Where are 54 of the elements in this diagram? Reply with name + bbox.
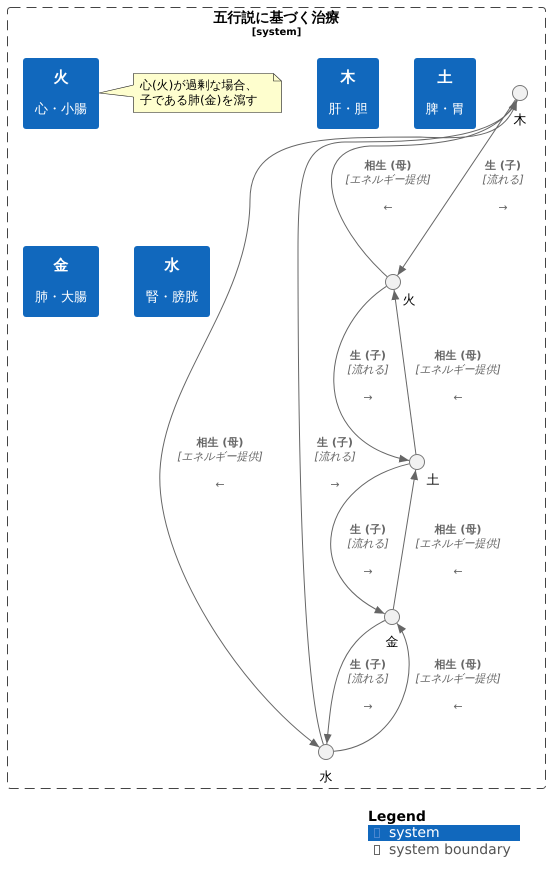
arrow	[324, 620, 386, 744]
legend-text: system	[389, 825, 440, 841]
system-name: 火	[54, 68, 68, 86]
system-description: 肺・大腸	[35, 290, 87, 306]
circle-node	[409, 454, 425, 470]
boundary-title: 五行説に基づく治療	[214, 10, 340, 26]
legend-title: Legend	[368, 809, 426, 825]
circle-label: 水	[320, 770, 332, 784]
system-description: 肝・胆	[328, 102, 368, 118]
circle-label: 金	[386, 634, 398, 650]
circle-node	[385, 274, 401, 290]
arrow	[333, 286, 410, 462]
system-box	[317, 58, 379, 129]
edge-label: 生 (子) [流れる] →	[347, 349, 389, 405]
arrow	[334, 622, 410, 752]
edge-label: 相生 (母) [エネルギー提供] ←	[415, 349, 501, 405]
arrow	[330, 463, 410, 614]
system-name: 木	[340, 68, 356, 86]
system-boundary	[7, 7, 546, 789]
system-description: 腎・膀胱	[146, 290, 198, 306]
system-name: 金	[54, 256, 68, 274]
arrow	[330, 100, 517, 278]
arrow	[391, 289, 416, 455]
edge-label: 相生 (母) [エネルギー提供] ←	[415, 523, 501, 579]
edge-label: 生 (子) [流れる] →	[482, 159, 524, 215]
circle-node	[384, 609, 400, 625]
system-description: 心・小腸	[35, 102, 87, 118]
system-description: 脾・胃	[426, 102, 464, 118]
edge-label: 相生 (母) [エネルギー提供] ←	[345, 159, 431, 215]
circle-label: 火	[402, 292, 416, 308]
circle-label: 木	[514, 112, 526, 128]
edge-label: 生 (子) [流れる] →	[347, 523, 389, 579]
system-name: 土	[438, 68, 452, 86]
arrow	[298, 100, 518, 745]
arrow	[160, 100, 518, 748]
system-box	[134, 246, 210, 317]
edge-label: 相生 (母) [エネルギー提供] ←	[177, 436, 263, 492]
boundary-type: [system]	[252, 27, 302, 39]
circle-node	[318, 744, 334, 760]
note-text: 心(火)が過剰な場合、子である肺(金)を瀉す	[140, 78, 258, 108]
edge-label: 相生 (母) [エネルギー提供] ←	[415, 658, 501, 714]
circle-node	[512, 85, 528, 101]
system-box	[414, 58, 476, 129]
system-name: 水	[164, 256, 180, 274]
system-box	[23, 58, 99, 129]
arrow	[397, 99, 516, 276]
arrow	[392, 469, 418, 610]
edge-label: 生 (子) [流れる] →	[347, 658, 389, 714]
circle-label: 土	[426, 472, 440, 488]
edge-label: 生 (子) [流れる] →	[314, 436, 356, 492]
note-pointer	[98, 84, 134, 98]
legend-text: system boundary	[389, 842, 511, 858]
system-box	[23, 246, 99, 317]
note	[133, 73, 282, 113]
